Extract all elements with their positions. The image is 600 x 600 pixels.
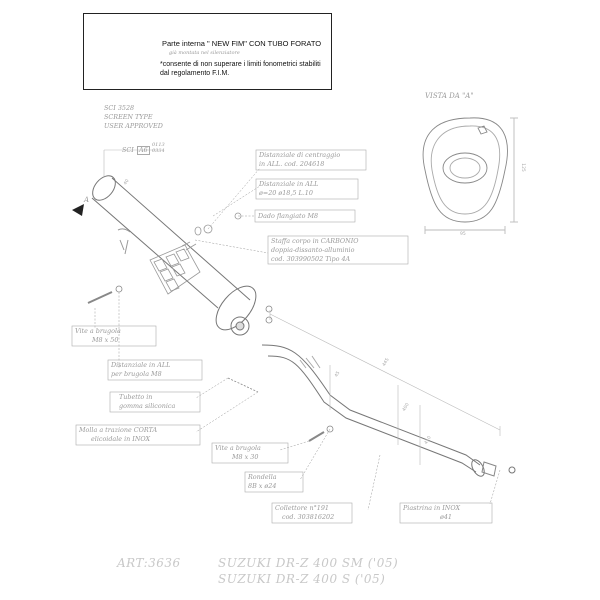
- callout-rubber-tube-1: Tubetto in: [119, 393, 153, 401]
- callout-carbon-bracket-2: doppia-dissanto-alluminio: [271, 246, 355, 254]
- callout-centering-spacer-2: in ALL. cod. 204618: [259, 160, 325, 168]
- collector-pipe: [261, 344, 516, 477]
- callout-centering-spacer-1: Distanziale di centraggio: [259, 151, 341, 159]
- callout-screw-m8x30-2: M8 x 30: [232, 453, 259, 461]
- sci-label: SCI: [122, 146, 134, 154]
- callout-screw-m8x50-2: M8 x 50: [92, 336, 119, 344]
- callout-spring-1: Molla a trazione CORTA: [79, 426, 158, 434]
- approval-line-3: USER APPROVED: [104, 122, 163, 130]
- callout-spring-2: elicoidale in INOX: [91, 435, 151, 443]
- dimension-lines: [103, 149, 501, 465]
- callout-washer-2: 8B x ø24: [248, 482, 277, 490]
- callout-flange-nut: Dado flangiato M8: [258, 212, 319, 220]
- model-line-1: SUZUKI DR-Z 400 SM ('05): [218, 556, 399, 570]
- view-arrow: [72, 204, 84, 216]
- hardware: [87, 285, 334, 442]
- callout-collector-1: Collettore n°191: [275, 504, 329, 512]
- arrow-a-label: A: [84, 196, 90, 204]
- silencer-body: [91, 175, 257, 336]
- view-width-dim: 95: [460, 232, 466, 237]
- callout-spacer-screw-2: per brugola M8: [111, 370, 162, 378]
- callout-boxes: [71, 149, 493, 524]
- model-line-2: SUZUKI DR-Z 400 S ('05): [218, 572, 386, 586]
- callout-screw-m8x30-1: Vite a brugola: [215, 444, 261, 452]
- callout-spacer-alu-2: ø=20 ø18,5 L.10: [259, 189, 313, 197]
- callout-rubber-tube-2: gomma siliconica: [119, 402, 176, 410]
- callout-spacer-alu-1: Distanziale in ALL: [259, 180, 319, 188]
- callout-carbon-bracket-3: cod. 303990502 Tipo 4A: [271, 255, 351, 263]
- callout-spacer-screw-1: Distanziale in ALL: [111, 361, 171, 369]
- callout-inox-plate-1: Piastrina in INOX: [403, 504, 461, 512]
- note-subtitle: già montata nel silenziatore: [169, 50, 240, 56]
- callout-screw-m8x50-1: Vite a brugola: [75, 327, 121, 335]
- note-title: Parte interna " NEW FIM" CON TUBO FORATO: [162, 39, 322, 48]
- note-text: *consente di non superare i limiti fonom…: [160, 61, 321, 77]
- article-number: ART:3636: [117, 556, 181, 570]
- carbon-bracket: [149, 212, 242, 295]
- note-box: Parte interna " NEW FIM" CON TUBO FORATO…: [83, 13, 332, 90]
- sci-line-1: 0113: [152, 142, 165, 148]
- callout-inox-plate-2: ø41: [440, 513, 452, 521]
- view-label: VISTA DA "A": [425, 92, 474, 100]
- callout-washer-1: Rondella: [248, 473, 277, 481]
- callout-collector-2: cod. 303816202: [282, 513, 335, 521]
- sci-box: A6: [137, 146, 150, 155]
- callout-carbon-bracket-1: Staffa corpo in CARBONIO: [271, 237, 359, 245]
- end-cap-view: [422, 117, 518, 234]
- leader-lines: [94, 167, 501, 511]
- approval-line-2: SCREEN TYPE: [104, 113, 153, 121]
- sci-line-2: 0334: [152, 148, 165, 154]
- approval-line-1: SCI 3528: [104, 104, 135, 112]
- view-height-dim: 125: [519, 163, 525, 172]
